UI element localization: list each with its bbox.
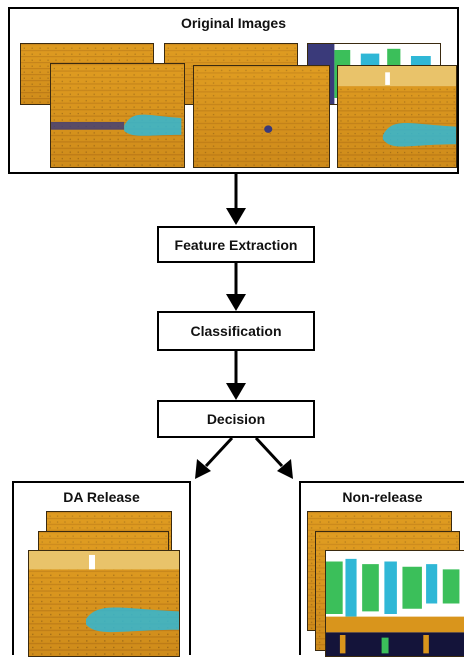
arrowhead-icon [277,459,293,479]
feature-extraction-step: Feature Extraction [157,226,315,263]
spectrogram-thumbnail [28,550,180,657]
decision-step: Decision [157,400,315,438]
da-release-title: DA Release [63,489,140,505]
non-release-title: Non-release [342,489,423,505]
arrow-to-da-release [204,436,234,468]
arrowhead-icon [226,208,246,225]
decision-label: Decision [206,411,266,427]
arrow-to-non-release [254,436,284,468]
spectrogram-thumbnail [50,63,185,168]
feature-extraction-label: Feature Extraction [174,236,298,253]
classification-label: Classification [190,323,282,339]
arrowhead-icon [226,294,246,311]
non-release-panel: Non-release [299,481,464,657]
original-images-panel: Original Images [8,7,459,174]
da-release-panel: DA Release [12,481,191,657]
spectrogram-thumbnail [325,550,464,657]
spectrogram-thumbnail [193,65,330,168]
spectrogram-thumbnail [337,65,457,168]
original-images-title: Original Images [180,15,287,31]
arrowhead-icon [226,383,246,400]
classification-step: Classification [157,311,315,351]
arrowhead-icon [195,459,211,479]
